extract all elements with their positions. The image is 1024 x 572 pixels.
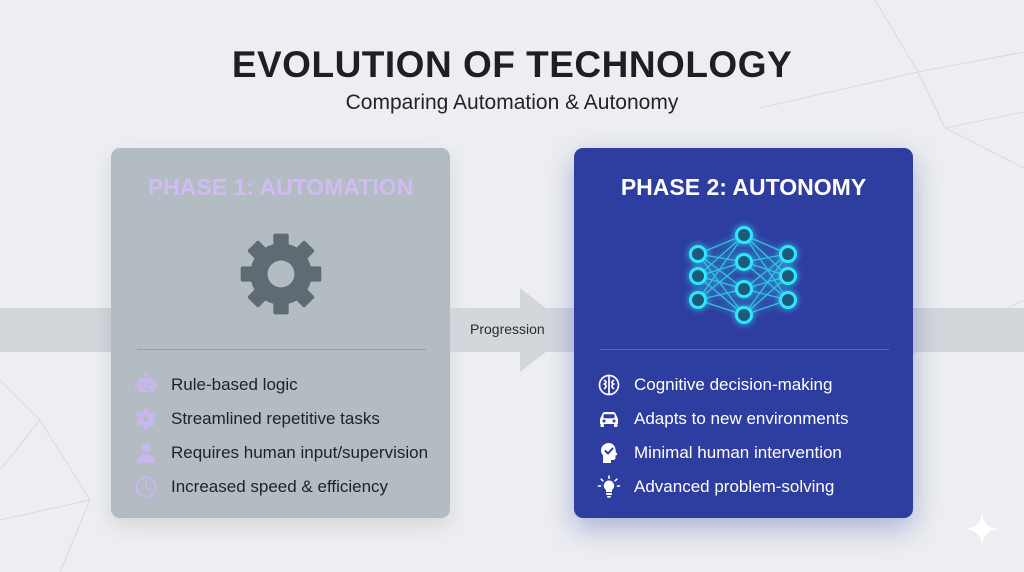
neural-network-icon [688,226,797,324]
list-item-label: Minimal human intervention [634,443,842,462]
person-icon [133,440,159,466]
list-item-label: Cognitive decision-making [634,375,833,394]
clock-icon [133,474,159,500]
list-item: Streamlined repetitive tasks [133,402,428,436]
list-item: Cognitive decision-making [596,368,849,402]
list-item-label: Adapts to new environments [634,409,849,428]
progression-label: Progression [470,321,545,337]
list-item: Rule-based logic [133,368,428,402]
sparkle-icon [966,513,998,545]
car-icon [596,406,622,432]
phase2-title: PHASE 2: AUTONOMY [620,174,867,200]
gear-icon [133,406,159,432]
gear-icon [240,233,321,315]
list-item: Increased speed & efficiency [133,470,428,504]
list-item-label: Requires human input/supervision [171,443,429,462]
phase2-list: Cognitive decision-making Adapts to new … [596,368,849,504]
list-item-label: Increased speed & efficiency [171,477,389,496]
phase1-title: PHASE 1: AUTOMATION [147,174,414,200]
head-check-icon [596,440,622,466]
list-item-label: Streamlined repetitive tasks [171,409,380,428]
brain-icon [596,372,622,398]
robot-icon [133,372,159,398]
page-subtitle: Comparing Automation & Autonomy [345,91,679,114]
page-title: EVOLUTION OF TECHNOLOGY [231,44,793,85]
right-arrow-icon [450,288,574,372]
list-item: Adapts to new environments [596,402,849,436]
phase2-divider [600,349,889,350]
phase1-card: PHASE 1: AUTOMATION Rule-based logic [111,148,450,518]
phase1-list: Rule-based logic Streamlined repetitive … [133,368,428,504]
list-item: Minimal human intervention [596,436,849,470]
list-item-label: Advanced problem-solving [634,477,835,496]
lightbulb-icon [596,474,622,500]
list-item: Requires human input/supervision [133,436,428,470]
phase2-card: PHASE 2: AUTONOMY Cogn [574,148,913,518]
phase1-divider [137,349,426,350]
list-item: Advanced problem-solving [596,470,849,504]
list-item-label: Rule-based logic [171,375,298,394]
